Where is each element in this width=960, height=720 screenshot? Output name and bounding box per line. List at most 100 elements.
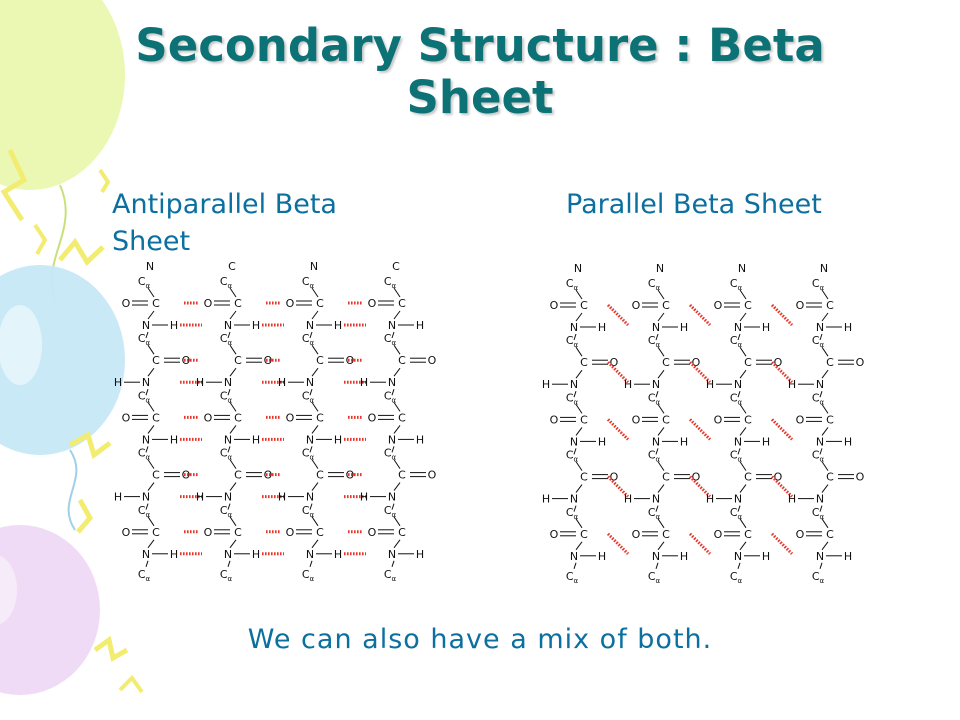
backbone-bond (821, 404, 829, 414)
backbone-bond (819, 505, 823, 512)
alpha-carbon-label: Cα (566, 449, 579, 464)
backbone-bond (821, 541, 829, 551)
alpha-carbon-label: Cα (730, 334, 743, 349)
hydrogen-label: H (252, 548, 260, 561)
backbone-bond (819, 333, 823, 341)
backbone-bond (821, 427, 829, 436)
backbone-bond (227, 389, 231, 396)
backbone-bond (393, 516, 401, 527)
nitrogen-label: N (570, 550, 578, 563)
hydrogen-bond (688, 303, 712, 327)
n-terminus-label: N (310, 260, 318, 273)
oxygen-label: O (204, 411, 213, 424)
nitrogen-label: N (142, 548, 150, 561)
carbonyl-carbon-label: C (316, 411, 324, 424)
backbone-bond (145, 503, 149, 510)
backbone-bond (657, 312, 665, 322)
nitrogen-label: N (734, 550, 742, 563)
alpha-carbon-label: Cα (648, 391, 661, 406)
backbone-bond (309, 560, 313, 567)
backbone-bond (311, 367, 319, 377)
hydrogen-bond (606, 418, 630, 441)
backbone-bond (229, 402, 237, 412)
oxygen-label: O (796, 528, 805, 541)
alpha-carbon-label: Cα (220, 389, 233, 404)
backbone-bond (737, 391, 741, 398)
alpha-carbon-label: Cα (566, 570, 579, 585)
oxygen-label: O (796, 299, 805, 312)
hydrogen-bond (770, 303, 794, 327)
carbonyl-carbon-label: C (580, 299, 588, 312)
nitrogen-label: N (652, 493, 660, 506)
nitrogen-label: N (816, 435, 824, 448)
nitrogen-label: N (816, 550, 824, 563)
parallel-subtitle: Parallel Beta Sheet (566, 189, 822, 220)
nitrogen-label: N (224, 548, 232, 561)
alpha-carbon-label: Cα (566, 334, 579, 349)
alpha-carbon-label: Cα (302, 389, 315, 404)
hydrogen-bond (688, 418, 712, 441)
nitrogen-label: N (816, 493, 824, 506)
backbone-bond (739, 312, 747, 322)
carbonyl-carbon-label: C (398, 354, 406, 367)
backbone-bond (147, 367, 155, 377)
blue-balloon-highlight (0, 305, 42, 385)
backbone-bond (573, 391, 577, 398)
hydrogen-label: H (598, 321, 606, 334)
backbone-bond (145, 560, 149, 567)
carbonyl-carbon-label: C (316, 526, 324, 539)
alpha-carbon-label: Cα (220, 568, 233, 583)
alpha-carbon-label: Cα (384, 275, 397, 290)
carbonyl-carbon-label: C (662, 471, 670, 484)
backbone-bond (655, 562, 659, 569)
nitrogen-label: N (388, 548, 396, 561)
alpha-carbon-label: Cα (730, 506, 743, 521)
backbone-bond (227, 503, 231, 510)
carbonyl-carbon-label: C (152, 526, 160, 539)
hydrogen-label: H (114, 491, 122, 504)
alpha-carbon-label: Cα (648, 334, 661, 349)
hydrogen-label: H (334, 319, 342, 332)
alpha-carbon-label: Cα (812, 334, 825, 349)
streamer-1 (0, 148, 28, 222)
backbone-bond (227, 446, 231, 453)
alpha-carbon-label: Cα (302, 275, 315, 290)
backbone-bond (311, 310, 319, 320)
oxygen-label: O (610, 471, 619, 484)
oxygen-label: O (346, 354, 355, 367)
carbonyl-carbon-label: C (152, 411, 160, 424)
backbone-bond (227, 560, 231, 567)
streamer-4 (76, 498, 94, 534)
nitrogen-label: N (306, 433, 314, 446)
backbone-bond (737, 562, 741, 569)
carbonyl-carbon-label: C (580, 413, 588, 426)
carbonyl-carbon-label: C (316, 354, 324, 367)
alpha-carbon-label: Cα (302, 332, 315, 347)
oxygen-label: O (182, 354, 191, 367)
nitrogen-label: N (224, 319, 232, 332)
hydrogen-label: H (542, 493, 550, 506)
carbonyl-carbon-label: C (234, 354, 242, 367)
alpha-carbon-label: Cα (812, 391, 825, 406)
backbone-bond (655, 391, 659, 398)
oxygen-label: O (368, 411, 377, 424)
backbone-bond (227, 331, 231, 339)
carbonyl-carbon-label: C (398, 297, 406, 310)
alpha-carbon-label: Cα (384, 332, 397, 347)
nitrogen-label: N (652, 378, 660, 391)
alpha-carbon-label: Cα (220, 275, 233, 290)
hydrogen-label: H (598, 550, 606, 563)
hydrogen-label: H (788, 493, 796, 506)
nitrogen-label: N (142, 491, 150, 504)
carbonyl-carbon-label: C (580, 356, 588, 369)
backbone-bond (145, 446, 149, 453)
hydrogen-bond (770, 532, 794, 555)
backbone-bond (739, 404, 747, 414)
backbone-bond (575, 289, 583, 300)
backbone-bond (655, 448, 659, 455)
nitrogen-label: N (734, 435, 742, 448)
oxygen-label: O (796, 413, 805, 426)
carbonyl-carbon-label: C (826, 356, 834, 369)
backbone-bond (573, 448, 577, 455)
